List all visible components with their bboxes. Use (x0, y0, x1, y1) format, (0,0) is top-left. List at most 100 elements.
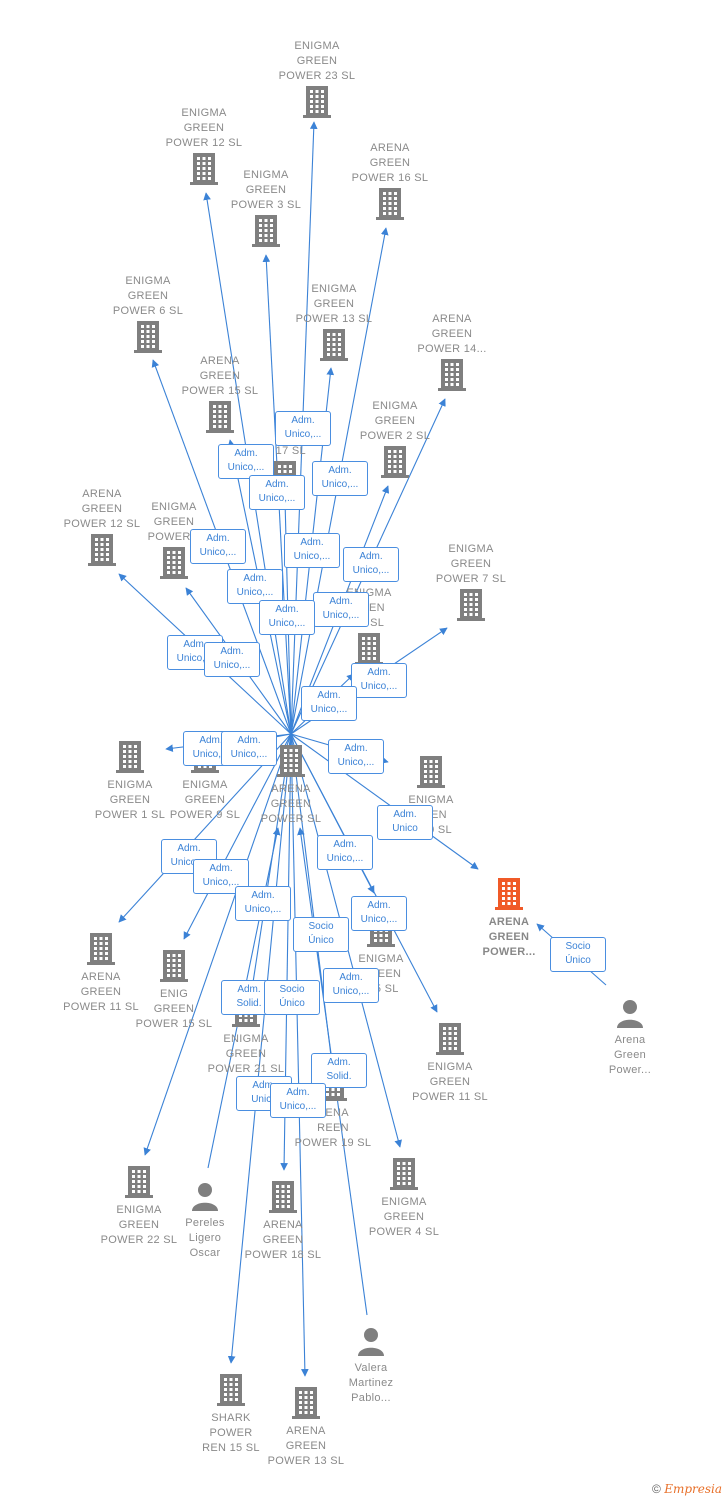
node-label: ENIGMA GREEN POWER 1 SL (94, 779, 166, 821)
edge-role-label[interactable]: Adm. Unico,... (249, 475, 305, 510)
node-n_e6[interactable]: ENIGMA GREEN POWER 6 SL (103, 274, 193, 358)
edge-role-label[interactable]: Adm. Unico,... (218, 444, 274, 479)
node-n_e11[interactable]: ENIGMA GREEN POWER 11 SL (405, 1021, 495, 1105)
building-icon (57, 532, 147, 571)
edge-role-label[interactable]: Adm. Unico,... (259, 600, 315, 635)
person-icon (585, 998, 675, 1033)
edge-role-label[interactable]: Adm. Unico,... (221, 731, 277, 766)
edge-role-label[interactable]: Adm. Unico,... (351, 896, 407, 931)
node-label: ARENA GREEN POWER 12 SL (63, 488, 141, 530)
building-icon (464, 876, 554, 915)
edge-role-label[interactable]: Adm. Unico,... (275, 411, 331, 446)
node-label: ENIGMA GREEN POWER 23 SL (278, 40, 356, 82)
node-n_e8[interactable]: ENIGMA GREEN POWER 8 (129, 500, 219, 584)
edge-role-label[interactable]: Adm. Unico,... (301, 686, 357, 721)
node-n_a15[interactable]: ARENA GREEN POWER 15 SL (175, 354, 265, 438)
node-label: ENIG GREEN POWER 15 SL (135, 988, 213, 1030)
edge-role-label[interactable]: Adm. Solid. (311, 1053, 367, 1088)
edge-center-n_e15 (183, 733, 292, 940)
edge-center-n_e11 (290, 733, 438, 1013)
node-n_e23[interactable]: ENIGMA GREEN POWER 23 SL (272, 39, 362, 123)
node-label: ENIGMA GREEN POWER 13 SL (295, 283, 373, 325)
edge-role-label[interactable]: Adm. Unico,... (270, 1083, 326, 1118)
edge-role-label[interactable]: Socio Único (264, 980, 320, 1015)
edge-role-label[interactable]: Adm. Unico (377, 805, 433, 840)
building-icon (426, 587, 516, 626)
building-icon (345, 186, 435, 225)
node-label: ENIGMA GREEN POWER 3 SL (230, 169, 302, 211)
node-n_a12[interactable]: ARENA GREEN POWER 12 SL (57, 487, 147, 571)
node-n_e15[interactable]: ENIG GREEN POWER 15 SL (129, 948, 219, 1032)
node-label: ARENA GREEN POWER 16 SL (351, 142, 429, 184)
node-label: ENIGMA GREEN POWER 9 SL (169, 779, 241, 821)
node-label: ARENA GREEN POWER 18 SL (244, 1219, 322, 1261)
node-label: Pereles Ligero Oscar (185, 1217, 225, 1259)
edge-role-label[interactable]: Adm. Unico,... (235, 886, 291, 921)
node-n_e7[interactable]: ENIGMA GREEN POWER 7 SL (426, 542, 516, 626)
edge-role-label[interactable]: Adm. Unico,... (227, 569, 283, 604)
copyright-symbol: © (652, 1482, 661, 1496)
node-label: ARENA GREEN POWER 15 SL (181, 355, 259, 397)
person-icon (326, 1326, 416, 1361)
building-icon (103, 319, 193, 358)
edge-role-label[interactable]: Adm. Unico,... (328, 739, 384, 774)
edge-role-label[interactable]: Adm. Unico,... (317, 835, 373, 870)
node-n_a16[interactable]: ARENA GREEN POWER 16 SL (345, 141, 435, 225)
edge-center-n_shark (227, 733, 292, 1364)
node-label: ENIGMA GREEN POWER 6 SL (112, 275, 184, 317)
building-icon (186, 1372, 276, 1411)
node-n_e1[interactable]: ENIGMA GREEN POWER 1 SL (85, 739, 175, 823)
building-icon (85, 739, 175, 778)
edge-center-n_a13 (290, 733, 309, 1377)
node-n_a18[interactable]: ARENA GREEN POWER 18 SL (238, 1179, 328, 1263)
edge-role-label[interactable]: Adm. Unico,... (343, 547, 399, 582)
edge-role-label[interactable]: Adm. Unico,... (351, 663, 407, 698)
building-icon (350, 444, 440, 483)
building-icon (159, 151, 249, 190)
edge-role-label[interactable]: Socio Único (293, 917, 349, 952)
node-n_e12[interactable]: ENIGMA GREEN POWER 12 SL (159, 106, 249, 190)
footer-brand: © Empresia (652, 1482, 722, 1496)
node-n_person_arena[interactable]: Arena Green Power... (585, 998, 675, 1078)
node-label: Valera Martinez Pablo... (348, 1362, 394, 1404)
node-n_e22[interactable]: ENIGMA GREEN POWER 22 SL (94, 1164, 184, 1248)
edge-role-label[interactable]: Adm. Unico,... (161, 839, 217, 874)
node-label: ENIGMA GREEN POWER 12 SL (165, 107, 243, 149)
building-icon (261, 1385, 351, 1424)
brand-logo[interactable]: Empresia (664, 1482, 722, 1496)
edge-center-n_focus (290, 733, 479, 870)
node-label: ARENA GREEN POWER 14... (417, 313, 487, 355)
node-label: ARENA GREEN POWER 11 SL (63, 971, 139, 1013)
node-n_e13[interactable]: ENIGMA GREEN POWER 13 SL (289, 282, 379, 366)
edge-role-label[interactable]: Adm. Unico,... (312, 461, 368, 496)
edge-role-label[interactable]: Adm. Unico,... (204, 642, 260, 677)
building-icon (129, 948, 219, 987)
edge-role-label[interactable]: Adm. Unico,... (190, 529, 246, 564)
node-label: ENIGMA GREEN POWER 11 SL (412, 1061, 488, 1103)
edge-role-label[interactable]: Adm. Unico,... (323, 968, 379, 1003)
building-icon (359, 1156, 449, 1195)
edge-center-n_e21 (247, 733, 292, 1003)
node-n_shark[interactable]: SHARK POWER REN 15 SL (186, 1372, 276, 1456)
node-label: Arena Green Power... (608, 1034, 652, 1076)
node-n_a14[interactable]: ARENA GREEN POWER 14... (407, 312, 497, 396)
node-label: ENIGMA GREEN POWER 2 SL (359, 400, 431, 442)
building-icon (407, 357, 497, 396)
building-icon (246, 743, 336, 782)
node-n_valera[interactable]: Valera Martinez Pablo... (326, 1326, 416, 1406)
node-n_pereles[interactable]: Pereles Ligero Oscar (160, 1181, 250, 1261)
edge-role-label[interactable]: Adm. Unico,... (313, 592, 369, 627)
node-label: ENIGMA GREEN POWER 7 SL (435, 543, 507, 585)
building-icon (405, 1021, 495, 1060)
node-n_e3[interactable]: ENIGMA GREEN POWER 3 SL (221, 168, 311, 252)
building-icon (272, 84, 362, 123)
node-n_e2[interactable]: ENIGMA GREEN POWER 2 SL (350, 399, 440, 483)
edge-role-label[interactable]: Socio Único (550, 937, 606, 972)
node-n_a11[interactable]: ARENA GREEN POWER 11 SL (56, 931, 146, 1015)
node-n_e4[interactable]: ENIGMA GREEN POWER 4 SL (359, 1156, 449, 1240)
edge-role-label[interactable]: Adm. Unico,... (284, 533, 340, 568)
building-icon (129, 545, 219, 584)
node-center[interactable]: ARENA GREEN POWER SL (246, 743, 336, 827)
node-n_a13[interactable]: ARENA GREEN POWER 13 SL (261, 1385, 351, 1469)
node-n_focus[interactable]: ARENA GREEN POWER... (464, 876, 554, 960)
